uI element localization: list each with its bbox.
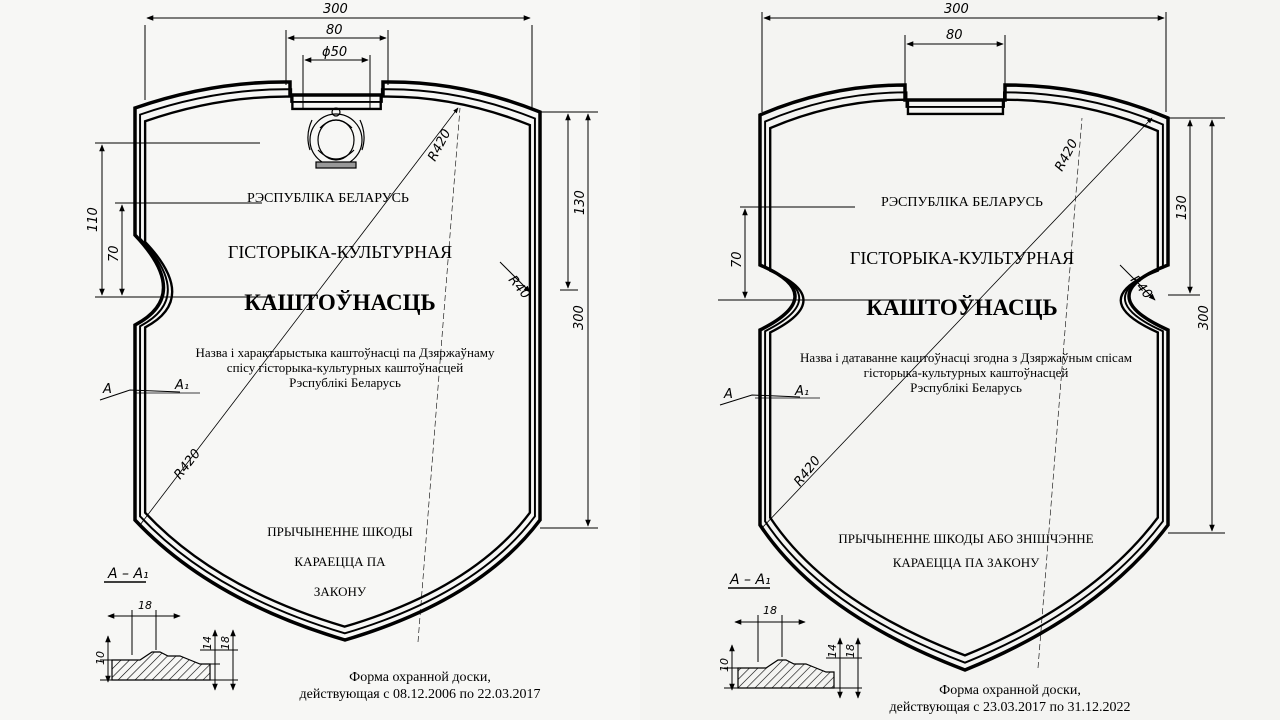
left-section-profile: А – А₁ 18 10 14 18 — [94, 566, 238, 691]
right-caption: Форма охранной доски, действующая с 23.0… — [860, 682, 1160, 716]
left-caption-line-1: Форма охранной доски, — [349, 670, 491, 685]
damage-line-3: ЗАКОНУ — [314, 584, 367, 599]
dim-height-300: 300 — [1197, 305, 1212, 330]
dim-height-130: 130 — [573, 190, 588, 215]
right-caption-line-2: действующая с 23.03.2017 по 31.12.2022 — [889, 700, 1131, 715]
left-caption-line-2: действующая с 08.12.2006 по 22.03.2017 — [299, 687, 541, 702]
section-title: А – А₁ — [729, 572, 771, 588]
heading-label: ГІСТОРЫКА-КУЛЬТУРНАЯ — [850, 248, 1074, 268]
republic-label: РЭСПУБЛІКА БЕЛАРУСЬ — [881, 195, 1043, 210]
right-caption-line-1: Форма охранной доски, — [939, 683, 1081, 698]
main-title: КАШТОЎНАСЦЬ — [866, 295, 1057, 320]
dim-height-300: 300 — [572, 305, 587, 330]
dim-height-70: 70 — [730, 251, 745, 268]
main-title: КАШТОЎНАСЦЬ — [244, 290, 435, 315]
coat-of-arms-emblem — [307, 107, 365, 169]
dim-radius-bottom: R420 — [171, 447, 204, 483]
section-dim-18-side: 18 — [844, 644, 857, 658]
right-section-profile: А – А₁ 18 10 14 18 — [718, 572, 862, 699]
section-label-a1: А₁ — [794, 384, 809, 399]
dim-emblem-diameter: ϕ50 — [322, 45, 347, 60]
dim-height-110: 110 — [86, 207, 101, 232]
section-dim-18-top: 18 — [138, 599, 152, 612]
description-line-3: Рэспублікі Беларусь — [910, 380, 1022, 395]
dim-width-notch: 80 — [946, 28, 963, 43]
dim-radius-side: R40 — [1127, 273, 1155, 302]
damage-line-1: ПРЫЧЫНЕННЕ ШКОДЫ — [267, 524, 412, 539]
republic-label: РЭСПУБЛІКА БЕЛАРУСЬ — [247, 191, 409, 206]
dim-radius-side: R40 — [505, 273, 533, 302]
section-title: А – А₁ — [107, 566, 149, 582]
section-dim-18-side: 18 — [219, 636, 232, 650]
description-line-2: гісторыка-культурных каштоўнасцей — [864, 365, 1069, 380]
right-dimension-lines — [718, 12, 1225, 669]
right-dimension-labels: 300 80 70 130 300 R420 R40 R420 А А₁ — [723, 2, 1212, 489]
section-dim-10: 10 — [94, 651, 107, 665]
description-line-3: Рэспублікі Беларусь — [289, 375, 401, 390]
section-dim-14: 14 — [826, 644, 839, 658]
left-caption: Форма охранной доски, действующая с 08.1… — [260, 669, 580, 703]
section-label-a: А — [102, 382, 112, 397]
damage-line-1: ПРЫЧЫНЕННЕ ШКОДЫ АБО ЗНІШЧЭННЕ — [838, 531, 1093, 546]
section-label-a: А — [723, 387, 733, 402]
dim-radius-bottom: R420 — [791, 454, 824, 490]
left-dimension-lines — [95, 15, 598, 643]
dim-height-70: 70 — [107, 245, 122, 262]
dim-width-overall: 300 — [944, 2, 969, 17]
damage-line-2: КАРАЕЦЦА ПА ЗАКОНУ — [893, 555, 1040, 570]
dim-width-overall: 300 — [323, 2, 348, 17]
right-drawing-sheet — [640, 0, 1280, 720]
description-line-2: спісу гісторыка-культурных каштоўнасцей — [227, 360, 463, 375]
dim-height-130: 130 — [1175, 195, 1190, 220]
section-dim-18-top: 18 — [763, 604, 777, 617]
description-line-1: Назва і характарыстыка каштоўнасці па Дз… — [195, 345, 495, 360]
right-plaque-text: РЭСПУБЛІКА БЕЛАРУСЬ ГІСТОРЫКА-КУЛЬТУРНАЯ… — [800, 195, 1132, 570]
dim-width-notch: 80 — [326, 23, 343, 38]
section-label-a1: А₁ — [174, 378, 189, 393]
description-line-1: Назва і датаванне каштоўнасці згодна з Д… — [800, 350, 1132, 365]
left-plaque-text: РЭСПУБЛІКА БЕЛАРУСЬ ГІСТОРЫКА-КУЛЬТУРНАЯ… — [195, 191, 495, 599]
section-dim-10: 10 — [718, 658, 731, 672]
damage-line-2: КАРАЕЦЦА ПА — [294, 554, 386, 569]
heading-label: ГІСТОРЫКА-КУЛЬТУРНАЯ — [228, 242, 452, 262]
section-dim-14: 14 — [201, 636, 214, 650]
dim-radius-top: R420 — [1052, 137, 1081, 174]
